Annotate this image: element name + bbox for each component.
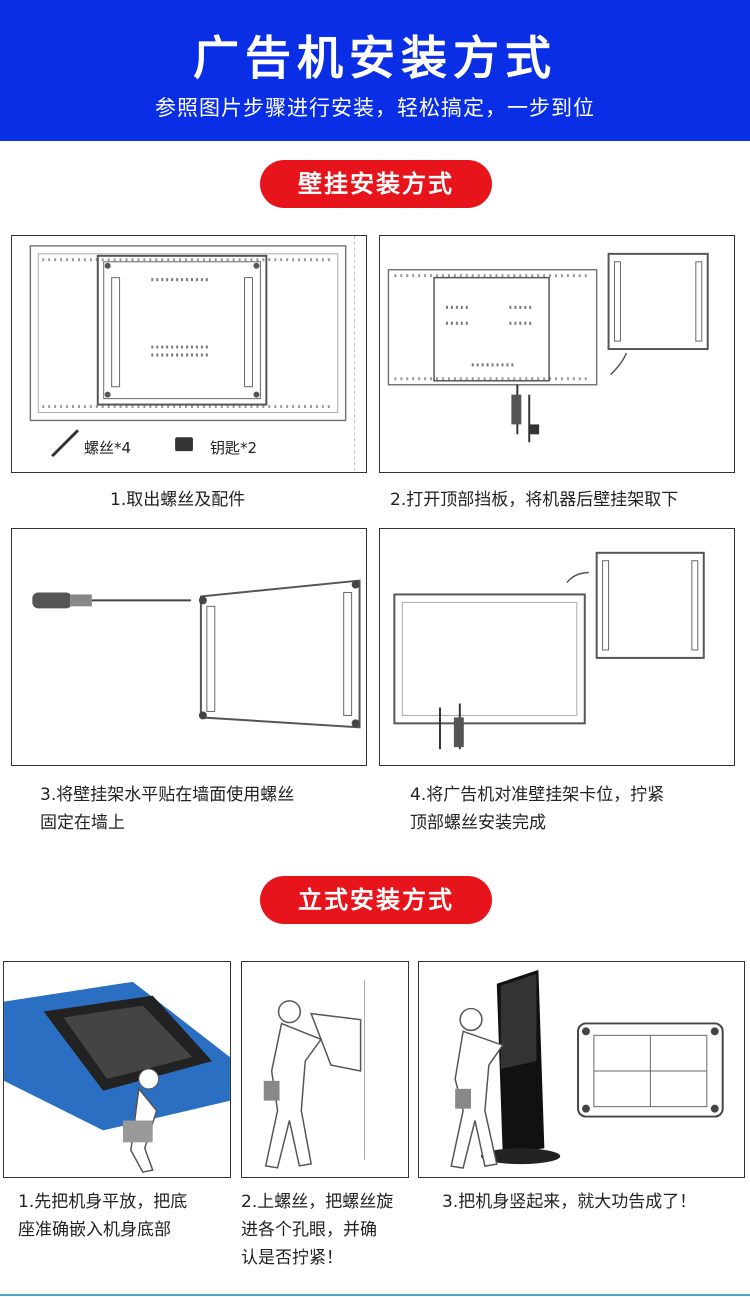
wall-step4-image xyxy=(379,528,735,766)
page-title: 广告机安装方式 xyxy=(193,31,557,85)
header-banner: 广告机安装方式 参照图片步骤进行安装，轻松搞定，一步到位 xyxy=(0,0,750,141)
key-label: 钥匙*2 xyxy=(210,439,258,457)
stand-step1-caption-line2: 座准确嵌入机身底部 xyxy=(18,1220,171,1240)
stand-section-label: 立式安装方式 xyxy=(260,876,492,924)
stand-step3-image xyxy=(418,961,745,1178)
wall-step3-caption-line2: 固定在墙上 xyxy=(40,813,125,833)
stand-step2-caption-line3: 认是否拧紧！ xyxy=(241,1248,343,1268)
screw-label: 螺丝*4 xyxy=(84,439,132,457)
remove-bracket-diagram xyxy=(387,252,709,443)
upright-kiosk-diagram xyxy=(450,969,724,1169)
wall-step1-image: 螺丝*4 钥匙*2 xyxy=(11,235,367,473)
tighten-screw-diagram xyxy=(263,980,366,1169)
wall-section-label: 壁挂安装方式 xyxy=(260,160,492,208)
mount-bracket-diagram xyxy=(32,579,361,729)
wall-step4-caption-line1: 4.将广告机对准壁挂架卡位，拧紧 xyxy=(410,785,665,805)
stand-step2-image xyxy=(241,961,409,1178)
stand-step2-caption-line2: 进各个孔眼，并确 xyxy=(241,1220,377,1240)
wall-step3-image xyxy=(11,528,367,766)
stand-step2-caption-line1: 2.上螺丝，把螺丝旋 xyxy=(241,1192,394,1212)
stand-step1-caption-line1: 1.先把机身平放，把底 xyxy=(18,1192,188,1212)
attach-screen-diagram xyxy=(393,551,705,750)
wall-step1-caption: 1.取出螺丝及配件 xyxy=(110,490,246,510)
bottom-divider xyxy=(0,1294,750,1296)
wall-step2-image xyxy=(379,235,735,473)
stand-step1-image xyxy=(3,961,231,1178)
wall-step4-caption-line2: 顶部螺丝安装完成 xyxy=(410,813,546,833)
wall-step2-caption: 2.打开顶部挡板，将机器后壁挂架取下 xyxy=(390,490,679,510)
base-assembly-diagram xyxy=(4,981,230,1173)
stand-step3-caption: 3.把机身竖起来，就大功告成了！ xyxy=(442,1192,697,1212)
monitor-back-diagram xyxy=(29,236,356,472)
page-subtitle: 参照图片步骤进行安装，轻松搞定，一步到位 xyxy=(155,96,595,120)
wall-step3-caption-line1: 3.将壁挂架水平贴在墙面使用螺丝 xyxy=(40,785,295,805)
